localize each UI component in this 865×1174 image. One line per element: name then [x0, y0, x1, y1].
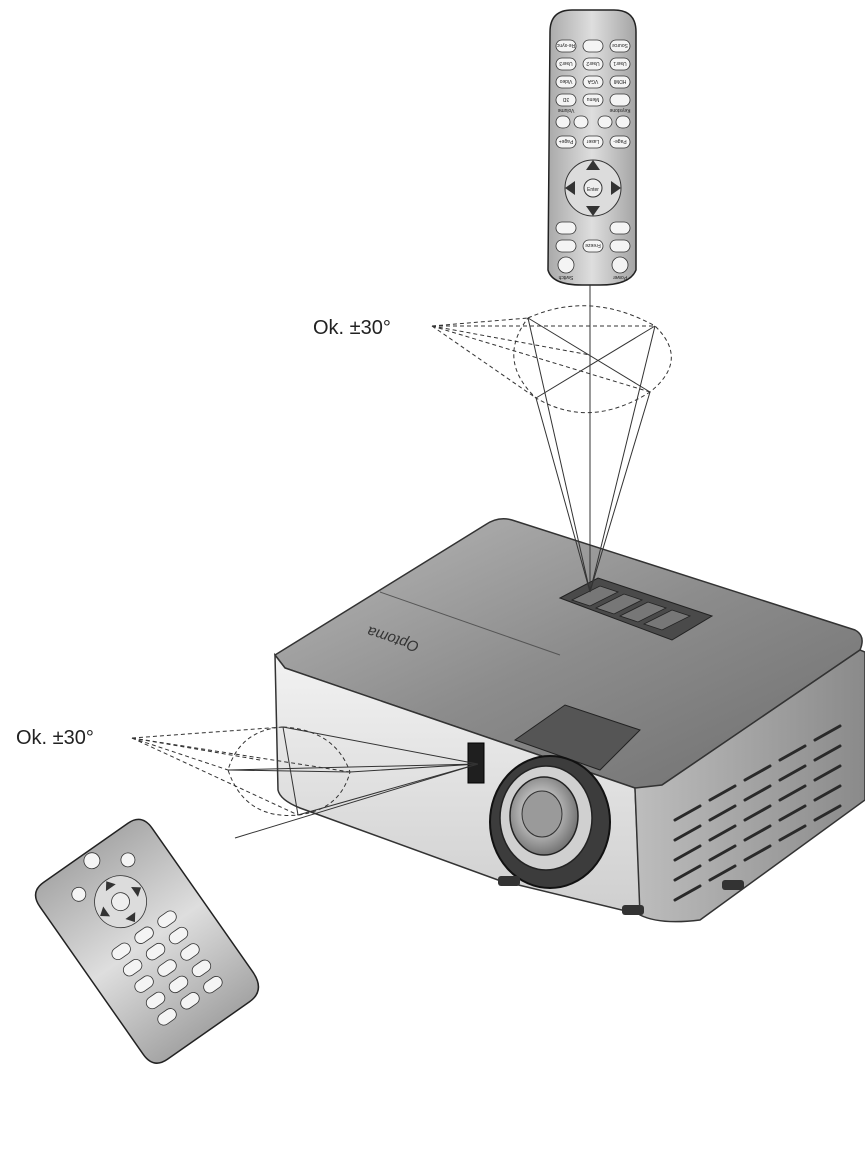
- remote-top-pageplus-label: Page+: [559, 138, 574, 144]
- remote-top-keystone-label: Keystone: [609, 107, 630, 113]
- projector-foot: [722, 880, 744, 890]
- angle-pointer-left: [131, 726, 351, 816]
- remote-left-body: [34, 818, 260, 1064]
- remote-top-volume-label: Volume: [557, 107, 574, 113]
- remote-top-source-label: Source: [612, 42, 628, 48]
- side-vents: [673, 724, 842, 902]
- remote-top-freeze-label: Freeze: [585, 242, 601, 248]
- projector: Optoma: [273, 518, 865, 923]
- remote-left: [34, 818, 260, 1064]
- remote-top-video-label: Video: [559, 78, 572, 84]
- remote-top-user3-label: User3: [559, 60, 573, 66]
- ir-beam-top: [513, 285, 672, 593]
- angle-label-left: Ok. ±30°: [16, 727, 94, 749]
- projector-foot: [498, 876, 520, 886]
- remote-top: Enter Power Switch Freeze Laser Page- Pa…: [547, 9, 637, 286]
- remote-top-pageminus-label: Page-: [613, 138, 627, 144]
- remote-top-enter-label: Enter: [587, 187, 599, 193]
- remote-top-menu-label: Menu: [587, 96, 600, 102]
- angle-pointer-top: [431, 317, 655, 399]
- remote-top-resync-label: Re-sync: [556, 42, 575, 48]
- remote-top-vga-label: VGA: [587, 78, 598, 84]
- remote-top-laser-label: Laser: [586, 138, 599, 144]
- remote-top-dpad: [564, 159, 622, 217]
- ir-beam-left: [227, 726, 479, 839]
- ir-receiver-front: [467, 742, 485, 784]
- remote-top-switch-label: Switch: [558, 274, 573, 280]
- remote-top-power-label: Power: [613, 274, 628, 280]
- keypad-panel: [558, 577, 714, 641]
- remote-top-hdmi-label: HDMI: [614, 78, 627, 84]
- projector-side-face: [634, 649, 865, 923]
- projector-foot: [622, 905, 644, 915]
- remote-top-user2-label: User2: [586, 60, 600, 66]
- angle-label-top: Ok. ±30°: [313, 317, 391, 339]
- lid-seam: [379, 591, 561, 656]
- lens: [489, 755, 611, 889]
- remote-top-user1-label: User1: [613, 60, 627, 66]
- remote-top-3d-label: 3D: [562, 96, 569, 102]
